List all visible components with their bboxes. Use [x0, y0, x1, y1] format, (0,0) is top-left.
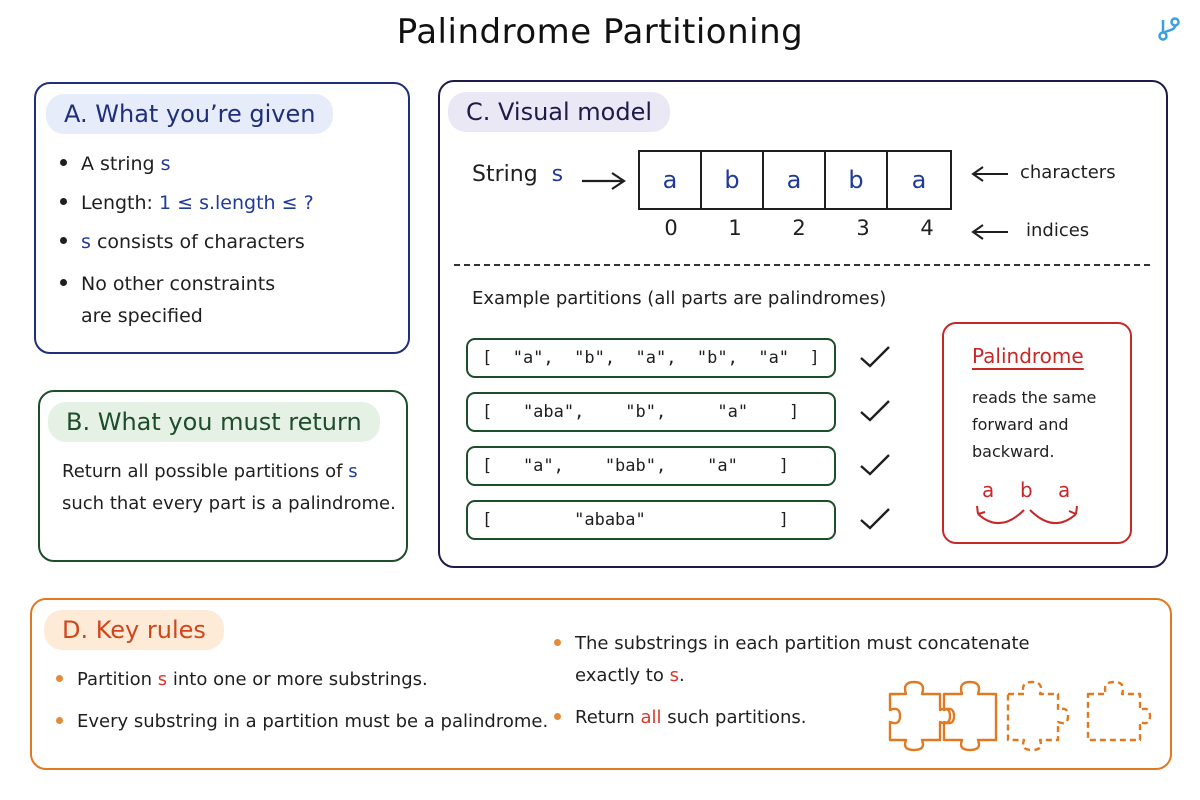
visual-model-heading: C. Visual model: [448, 92, 671, 132]
given-heading: A. What you’re given: [46, 94, 334, 134]
given-bullet-characters: s consists of characters: [60, 226, 305, 258]
partition-row: [ "aba", "b", "a" ]: [466, 392, 836, 432]
palindrome-description: reads the same forward and backward.: [972, 388, 1097, 461]
rule-item: Return all such partitions.: [554, 702, 807, 734]
char-cell: b: [826, 152, 888, 208]
partition-row: [ "a", "b", "a", "b", "a" ]: [466, 338, 836, 378]
char-cell: a: [640, 152, 702, 208]
rule-item: Every substring in a partition must be a…: [56, 706, 548, 738]
return-card: B. What you must return Return all possi…: [38, 390, 408, 562]
palindrome-letter: b: [1020, 478, 1033, 502]
key-rules-card: D. Key rules Partition s into one or mor…: [30, 598, 1172, 770]
palindrome-definition-box: Palindrome reads the same forward and ba…: [942, 322, 1132, 544]
puzzle-pieces-icon: [888, 680, 1152, 752]
index-label: 4: [920, 216, 934, 240]
arrow-left-icon: [971, 166, 1008, 182]
examples-title: Example partitions (all parts are palind…: [472, 288, 887, 309]
given-card: A. What you’re given A string s Length: …: [34, 82, 410, 354]
return-text: Return all possible partitions of s such…: [62, 461, 396, 514]
index-label: 3: [856, 216, 870, 240]
character-array: a b a b a: [638, 150, 952, 210]
return-heading: B. What you must return: [48, 402, 380, 442]
mirror-arrows-icon: [976, 505, 1078, 524]
arrow-icon: [582, 172, 626, 190]
checkmark-icon: [860, 400, 890, 422]
char-cell: a: [911, 166, 927, 194]
indices-label: indices: [1026, 220, 1090, 241]
checkmark-icon: [860, 508, 890, 530]
rule-item: The substrings in each partition must co…: [554, 628, 1030, 692]
palindrome-letter: a: [982, 478, 995, 502]
given-bullet-length: Length: 1 ≤ s.length ≤ ?: [60, 187, 314, 219]
index-label: 2: [792, 216, 806, 240]
partition-row: [ "ababa" ]: [466, 500, 836, 540]
partition-row: [ "a", "bab", "a" ]: [466, 446, 836, 486]
characters-label: characters: [1020, 162, 1116, 183]
branch-logo-icon: [1158, 17, 1180, 41]
palindrome-title: Palindrome: [972, 344, 1084, 368]
divider: [454, 264, 1150, 266]
rule-item: Partition s into one or more substrings.: [56, 664, 428, 696]
checkmark-icon: [860, 454, 890, 476]
string-label: String s: [472, 162, 564, 187]
page-title: Palindrome Partitioning: [396, 12, 804, 52]
given-bullet-string: A string s: [60, 148, 171, 180]
arrow-left-icon: [971, 224, 1008, 240]
checkmark-icon: [860, 346, 890, 368]
given-bullet-constraints: No other constraints are specified: [60, 268, 275, 332]
key-rules-heading: D. Key rules: [44, 610, 224, 650]
index-label: 0: [664, 216, 678, 240]
char-cell: b: [702, 152, 764, 208]
char-cell: a: [764, 152, 826, 208]
visual-model-card: C. Visual model String s a b a b a 0 1 2…: [438, 80, 1168, 568]
palindrome-letter: a: [1058, 478, 1071, 502]
index-label: 1: [728, 216, 742, 240]
